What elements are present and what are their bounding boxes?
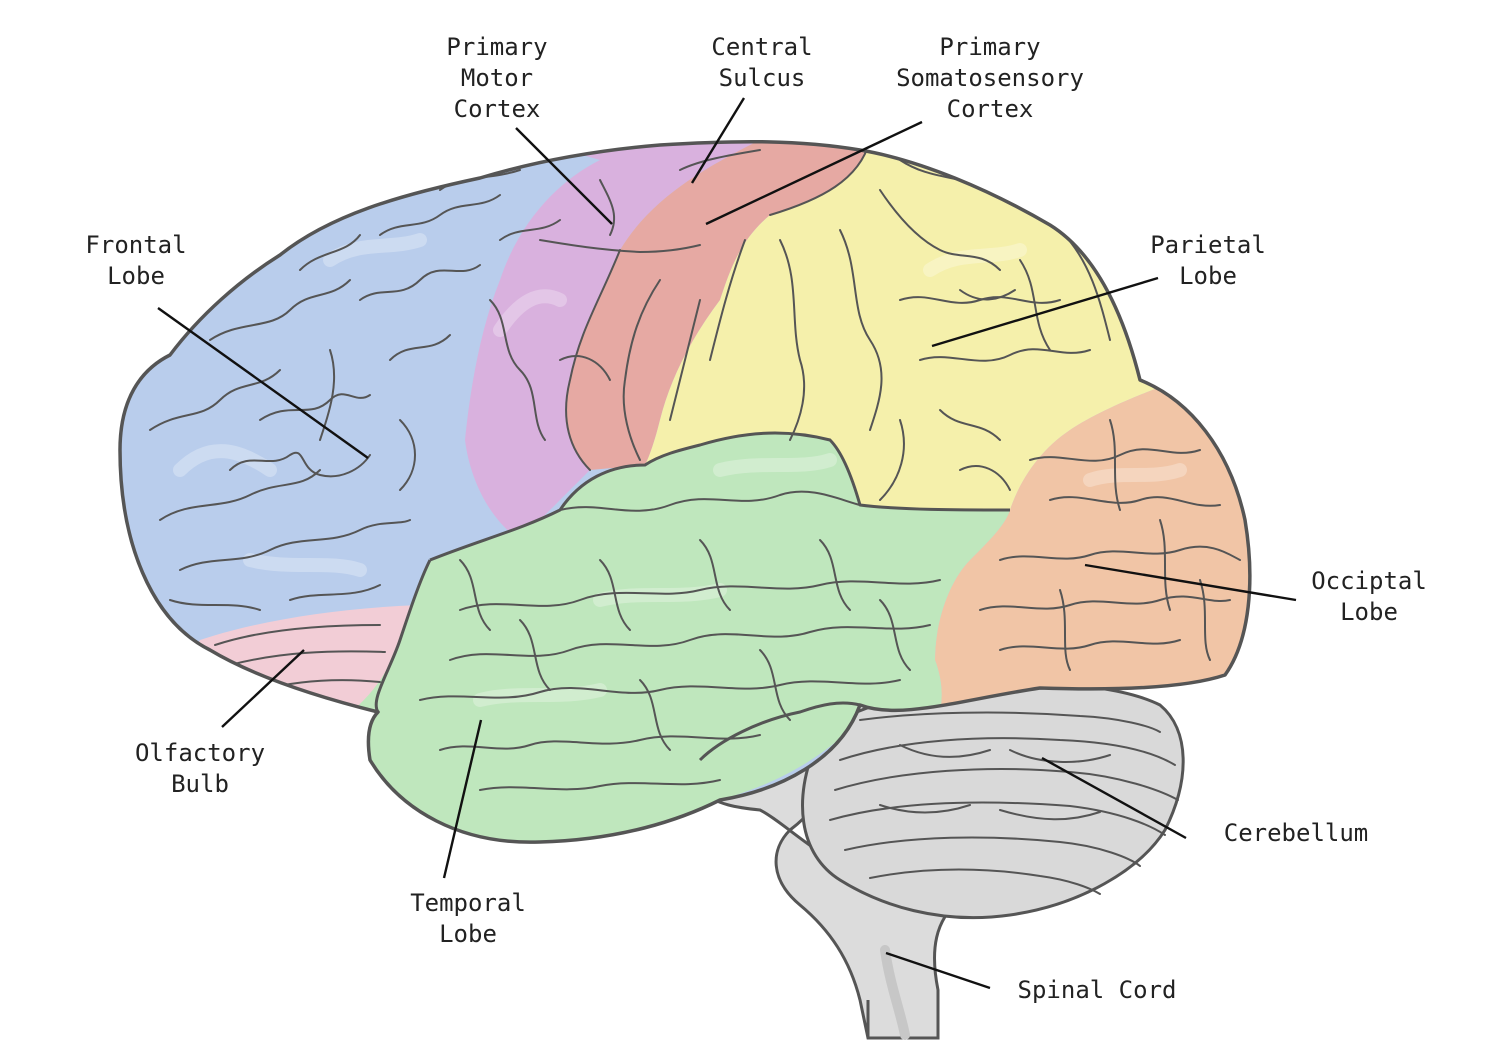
primary-motor-cortex-line-2: Motor [460, 64, 534, 92]
parietal-lobe-line-2: Lobe [1179, 262, 1237, 290]
primary-motor-cortex-label: Primary Motor Cortex [446, 32, 547, 125]
primary-motor-cortex-leader [515, 127, 613, 225]
region-boundaries [374, 431, 1011, 762]
parietal-lobe-line-1: Parietal [1150, 231, 1266, 259]
primary-motor-cortex-line-1: Primary [446, 33, 548, 61]
parietal-lobe-region [645, 141, 1180, 510]
spinal-cord-label: Spinal Cord [1018, 975, 1177, 1006]
occipital-lobe-line-1: Occiptal [1311, 567, 1427, 595]
olfactory-bulb-leader [221, 649, 305, 728]
parietal-lobe-label: Parietal Lobe [1150, 230, 1266, 292]
parietal-lobe-leader [931, 276, 1159, 348]
central-sulcus-line-2: Sulcus [718, 64, 806, 92]
frontal-lobe-leader [157, 307, 369, 459]
temporal-lobe-region [340, 433, 1010, 843]
cerebellum-line-1: Cerebellum [1223, 819, 1369, 847]
central-sulcus-leader [690, 97, 746, 184]
olfactory-bulb-line-1: Olfactory [134, 739, 266, 767]
spinal-cord-leader [885, 951, 991, 990]
primary-somatosensory-cortex-leader [705, 120, 923, 226]
frontal-lobe-line-2: Lobe [107, 262, 165, 290]
temporal-lobe-line-2: Lobe [439, 920, 497, 948]
temporal-lobe-line-1: Temporal [410, 889, 526, 917]
occipital-lobe-leader [1084, 563, 1297, 602]
occipital-lobe-line-2: Lobe [1340, 598, 1398, 626]
primary-somatosensory-cortex-label: Primary Somatosensory Cortex [896, 32, 1084, 125]
primary-motor-cortex-line-3: Cortex [453, 95, 541, 123]
cerebellum [801, 682, 1185, 920]
cerebellum-leader [1041, 756, 1187, 840]
temporal-lobe-leader [442, 719, 483, 879]
occipital-lobe-label: Occiptal Lobe [1311, 566, 1427, 628]
spinal-cord-line-1: Spinal Cord [1017, 976, 1177, 1004]
olfactory-bulb-label: Olfactory Bulb [135, 738, 265, 800]
frontal-lobe-line-1: Frontal [85, 231, 187, 259]
primary-somatosensory-cortex-line-3: Cortex [946, 95, 1034, 123]
primary-motor-cortex-region [465, 141, 760, 540]
spinal-cord [866, 990, 940, 1038]
central-sulcus-line-1: Central [711, 33, 813, 61]
central-sulcus-label: Central Sulcus [711, 32, 812, 94]
occipital-lobe-region [900, 380, 1250, 760]
cerebrum-outline [118, 139, 1252, 844]
frontal-lobe-label: Frontal Lobe [85, 230, 186, 292]
cerebellum-label: Cerebellum [1224, 818, 1369, 849]
olfactory-bulb-line-2: Bulb [171, 770, 229, 798]
primary-somatosensory-cortex-line-1: Primary [939, 33, 1041, 61]
primary-somatosensory-cortex-region [566, 141, 870, 470]
temporal-lobe-label: Temporal Lobe [410, 888, 526, 950]
primary-somatosensory-cortex-line-2: Somatosensory [896, 64, 1084, 92]
